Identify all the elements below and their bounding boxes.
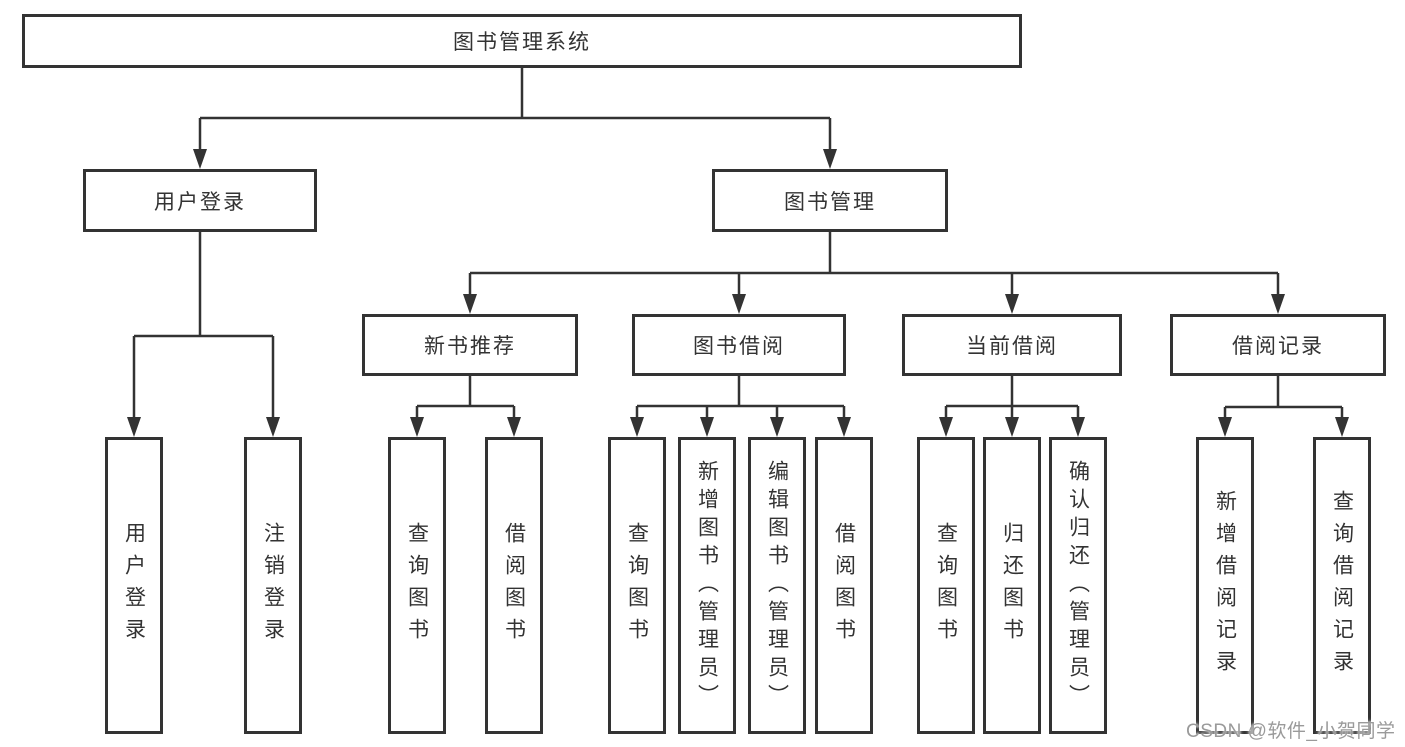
leaf-logout: 注销登录: [244, 437, 302, 734]
connector-book-management-branch: [463, 232, 1285, 314]
leaf-add-book-admin: 新增图书（管理员）: [678, 437, 736, 734]
node-book-borrow: 图书借阅: [632, 314, 846, 376]
leaf-query-books-current: 查询图书: [917, 437, 975, 734]
node-current-borrow: 当前借阅: [902, 314, 1122, 376]
arrow-down-icon: [410, 417, 521, 437]
leaf-borrow-books-recommend: 借阅图书: [485, 437, 543, 734]
leaf-edit-book-admin: 编辑图书（管理员）: [748, 437, 806, 734]
node-new-book-recommend: 新书推荐: [362, 314, 578, 376]
node-library-management-system: 图书管理系统: [22, 14, 1022, 68]
arrow-down-icon: [939, 417, 1085, 437]
connector-root-branch: [193, 68, 837, 169]
node-user-login: 用户登录: [83, 169, 317, 232]
connector-user-login-branch: [127, 232, 280, 437]
leaf-borrow-books-borrow: 借阅图书: [815, 437, 873, 734]
leaf-query-books-recommend: 查询图书: [388, 437, 446, 734]
node-book-management: 图书管理: [712, 169, 948, 232]
leaf-query-borrow-record: 查询借阅记录: [1313, 437, 1371, 734]
leaf-query-books-borrow: 查询图书: [608, 437, 666, 734]
leaf-return-book: 归还图书: [983, 437, 1041, 734]
arrow-down-icon: [193, 149, 837, 169]
arrow-down-icon: [630, 417, 851, 437]
arrow-down-icon: [1218, 417, 1349, 437]
connector-new-book-branch: [410, 376, 521, 437]
leaf-add-borrow-record: 新增借阅记录: [1196, 437, 1254, 734]
connector-current-borrow-branch: [939, 376, 1085, 437]
leaf-user-login: 用户登录: [105, 437, 163, 734]
arrow-down-icon: [127, 417, 280, 437]
csdn-watermark: CSDN @软件_小贺同学: [1186, 721, 1396, 742]
leaf-confirm-return-admin: 确认归还（管理员）: [1049, 437, 1107, 734]
connector-book-borrow-branch: [630, 376, 851, 437]
connector-borrow-records-branch: [1218, 376, 1349, 437]
arrow-down-icon: [463, 294, 1285, 314]
node-borrow-records: 借阅记录: [1170, 314, 1386, 376]
